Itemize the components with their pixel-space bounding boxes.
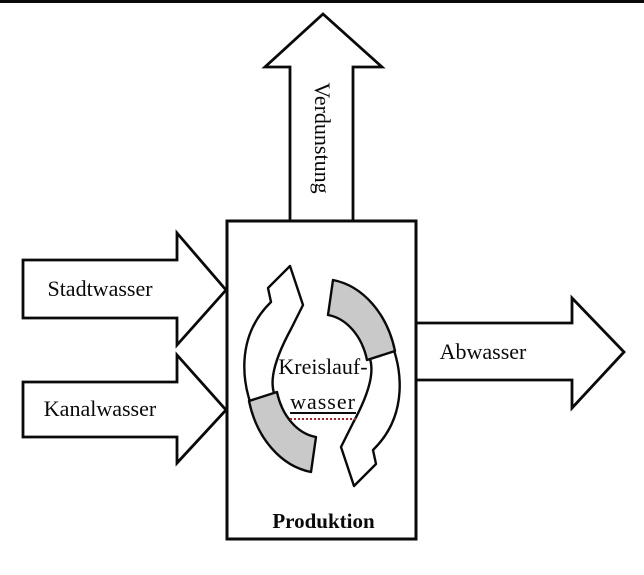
cycle-arrow-up-left	[243, 264, 305, 421]
verdunstung-label: Verdunstung	[310, 82, 335, 194]
abwasser-arrow	[414, 294, 626, 412]
cycle-label-line1: Kreislauf-	[278, 354, 368, 379]
stadtwasser-arrow	[21, 229, 228, 349]
cycle-label-line2-text: wasser	[290, 390, 356, 420]
cycle-label-line2: wasser	[238, 389, 408, 420]
kanalwasser-label: Kanalwasser	[43, 396, 157, 421]
top-border-line	[0, 0, 644, 3]
cycle-crescent-bottom-left	[247, 390, 318, 474]
verdunstung-arrow	[261, 12, 386, 223]
abwasser-label: Abwasser	[439, 339, 527, 364]
production-box-label: Produktion	[272, 509, 375, 533]
cycle-arrow-down-right	[339, 331, 401, 488]
circulation-symbol	[243, 264, 401, 488]
stadtwasser-label: Stadtwasser	[47, 276, 153, 301]
kanalwasser-arrow	[21, 351, 228, 467]
cycle-crescent-top-right	[326, 278, 397, 362]
